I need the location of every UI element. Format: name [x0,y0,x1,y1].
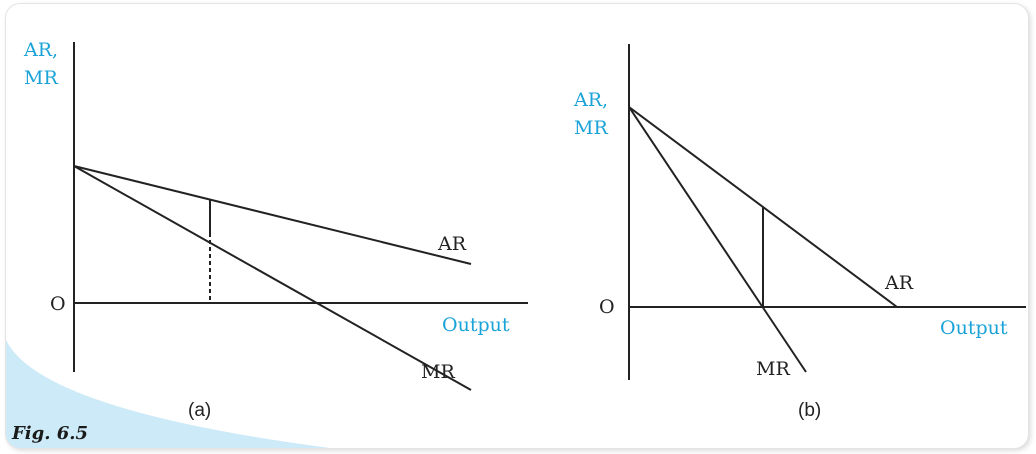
figure-caption: Fig. 6.5 [11,423,88,444]
panel-b-x-label: Output [940,317,1008,339]
panel-a-sub-caption: (a) [188,400,211,421]
panel-b-y-label-line1: AR, [573,89,608,111]
figure-canvas: AR, MR O Output AR MR (a) AR, MR O Outpu… [6,39,1026,448]
panel-b-sub-caption: (b) [798,400,821,421]
panel-a-y-label-line2: MR [24,67,58,89]
panel-b-mr-line [628,106,807,373]
panel-a-mr-line [73,165,472,391]
panel-a-ar-label: AR [437,233,467,255]
caption-band [6,340,330,448]
panel-a-ar-line [73,165,472,265]
panel-b-mr-label: MR [756,358,790,380]
panel-a-origin-label: O [50,293,66,315]
panel-b-y-label-line2: MR [574,117,608,139]
panel-a-y-label-line1: AR, [23,39,58,61]
panel-b-origin-label: O [599,296,615,318]
figure-frame: AR, MR O Output AR MR (a) AR, MR O Outpu… [6,4,1028,448]
panel-a-x-label: Output [442,314,510,336]
panel-b: AR, MR O Output AR MR (b) [573,44,1026,421]
panel-b-ar-label: AR [884,272,914,294]
panel-a: AR, MR O Output AR MR (a) [23,39,528,421]
panel-a-mr-label: MR [421,361,455,383]
